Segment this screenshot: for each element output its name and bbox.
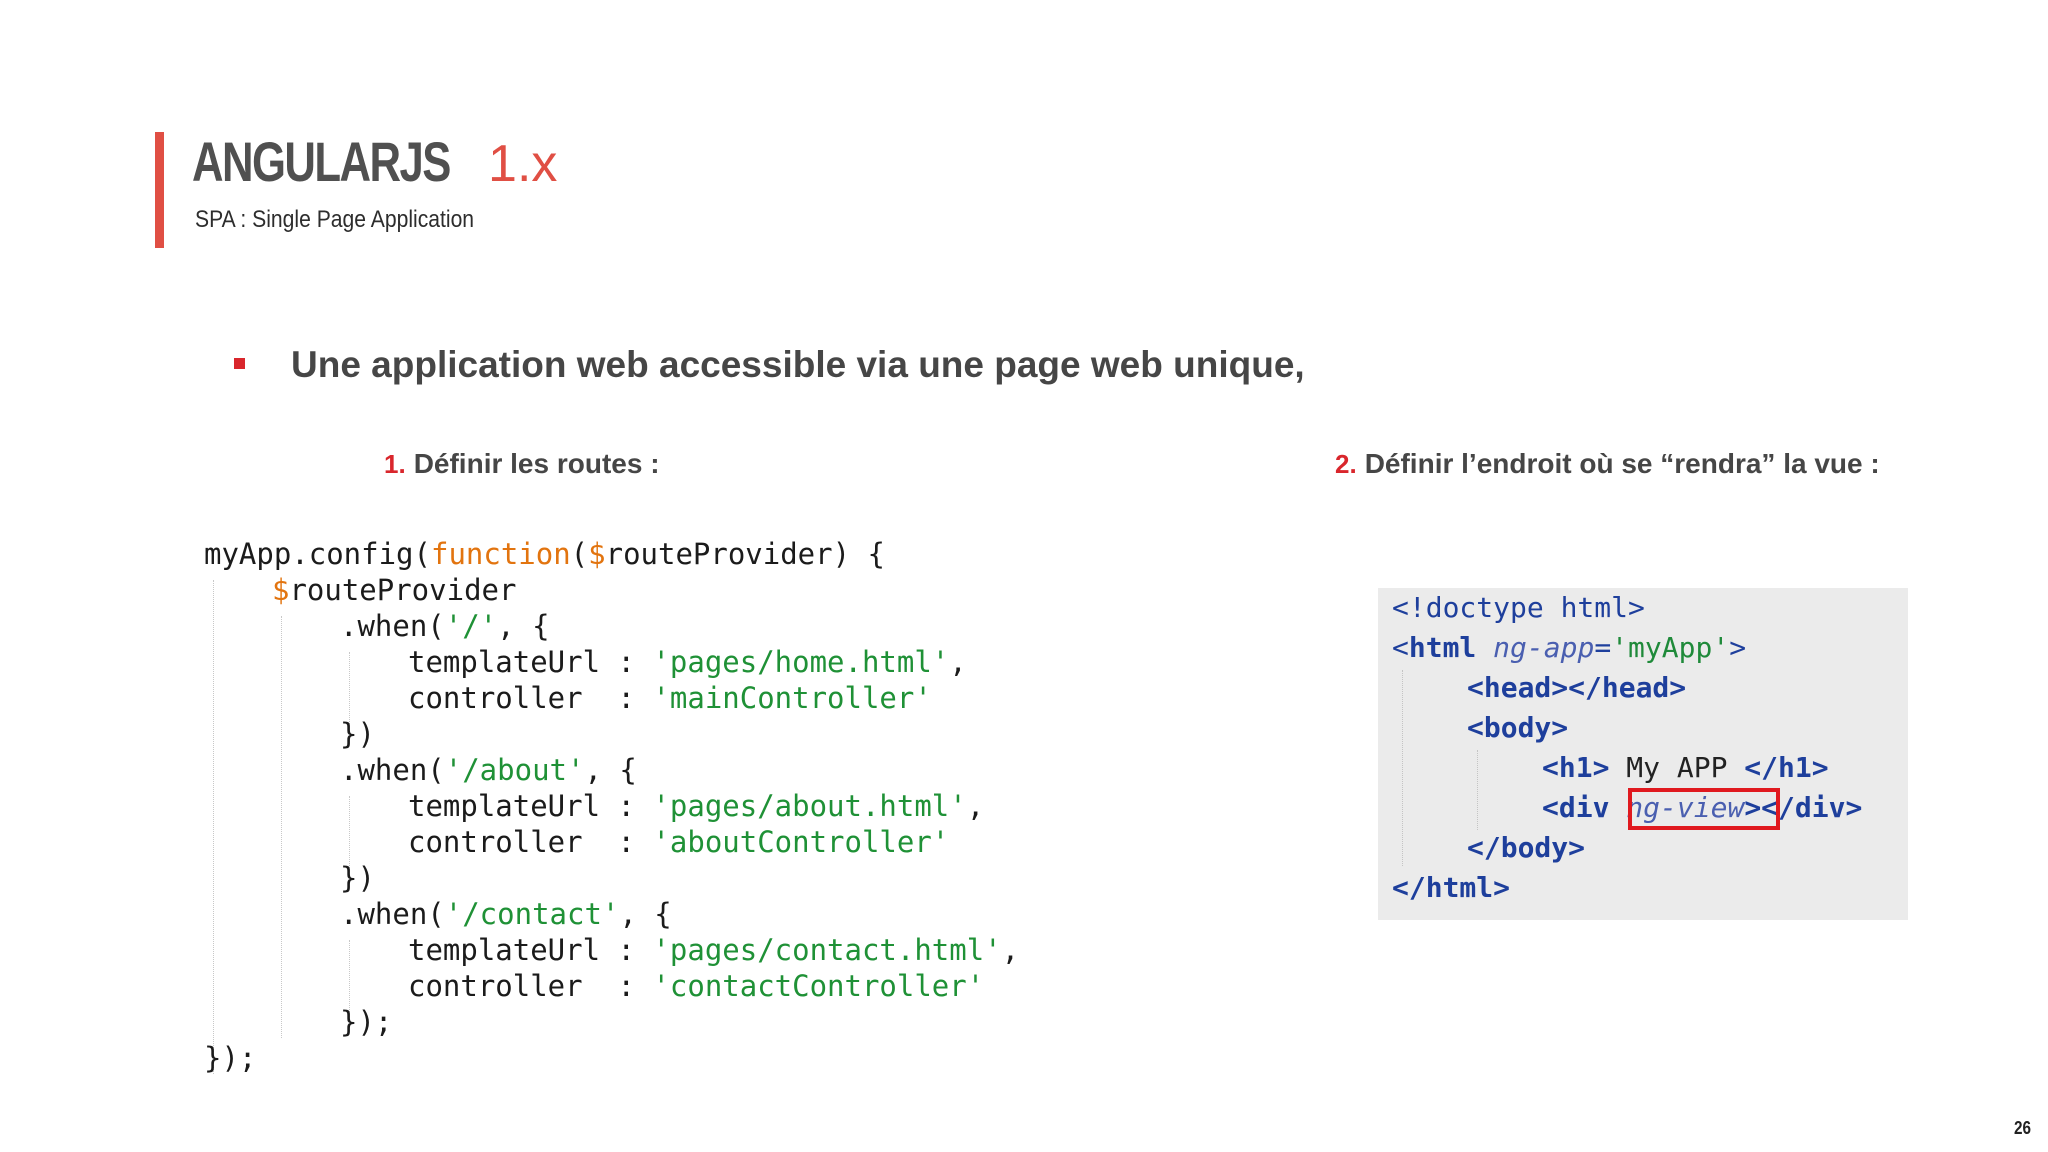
indent-guide bbox=[1477, 750, 1478, 830]
code-line: .when('/', { bbox=[340, 609, 550, 643]
routes-code-block: myApp.config(function($routeProvider) { … bbox=[204, 536, 1019, 1086]
code-line: .when('/about', { bbox=[340, 753, 637, 787]
code-line: templateUrl : 'pages/about.html', bbox=[408, 789, 985, 823]
bullet-text: Une application web accessible via une p… bbox=[291, 344, 1305, 385]
indent-guide bbox=[349, 796, 350, 868]
code-line: myApp.config(function($routeProvider) { bbox=[204, 537, 885, 571]
indent-guide bbox=[281, 616, 282, 1038]
step-number: 1. bbox=[384, 449, 406, 479]
indent-guide bbox=[349, 940, 350, 1012]
indent-guide bbox=[349, 652, 350, 724]
page-number: 26 bbox=[2013, 1118, 2031, 1138]
code-line: </html> bbox=[1392, 871, 1511, 904]
ng-view-attribute: ng-view bbox=[1626, 791, 1745, 824]
step-routes: 1.Définir les routes : bbox=[384, 446, 660, 482]
code-line: }); bbox=[204, 1041, 257, 1075]
title-version: 1.x bbox=[488, 135, 558, 193]
step-view: 2.Définir l’endroit où se “rendra” la vu… bbox=[1335, 446, 1880, 482]
slide-title: ANGULARJS 1.x bbox=[192, 128, 557, 198]
title-main: ANGULARJS bbox=[192, 130, 451, 193]
step-label: Définir l’endroit où se “rendra” la vue … bbox=[1364, 448, 1880, 479]
code-line: }) bbox=[340, 717, 375, 751]
code-line: templateUrl : 'pages/contact.html', bbox=[408, 933, 1020, 967]
step-label: Définir les routes : bbox=[413, 448, 660, 479]
code-line: </body> bbox=[1467, 831, 1586, 864]
code-line: $routeProvider bbox=[272, 573, 517, 607]
code-line: <div ng-view></div> bbox=[1542, 791, 1863, 824]
slide-subtitle: SPA : Single Page Application bbox=[195, 206, 475, 233]
code-line: }) bbox=[340, 861, 375, 895]
ng-view-highlight-box bbox=[1628, 788, 1780, 830]
code-line: <h1> My APP </h1> bbox=[1542, 751, 1829, 784]
code-line: <html ng-app='myApp'> bbox=[1392, 631, 1747, 664]
code-line: templateUrl : 'pages/home.html', bbox=[408, 645, 967, 679]
code-line: <body> bbox=[1467, 711, 1569, 744]
code-line: .when('/contact', { bbox=[340, 897, 672, 931]
square-bullet-icon bbox=[234, 358, 245, 369]
code-line: controller : 'contactController' bbox=[408, 969, 985, 1003]
indent-guide bbox=[213, 580, 214, 1074]
code-line: <!doctype html> bbox=[1392, 591, 1645, 624]
code-line: <head></head> bbox=[1467, 671, 1687, 704]
code-line: }); bbox=[340, 1005, 393, 1039]
code-line: controller : 'aboutController' bbox=[408, 825, 950, 859]
step-number: 2. bbox=[1335, 449, 1357, 479]
indent-guide bbox=[1402, 670, 1403, 866]
code-line: controller : 'mainController' bbox=[408, 681, 932, 715]
title-accent-bar bbox=[155, 132, 164, 248]
html-code-block: <!doctype html> <html ng-app='myApp'> <h… bbox=[1378, 588, 1908, 920]
